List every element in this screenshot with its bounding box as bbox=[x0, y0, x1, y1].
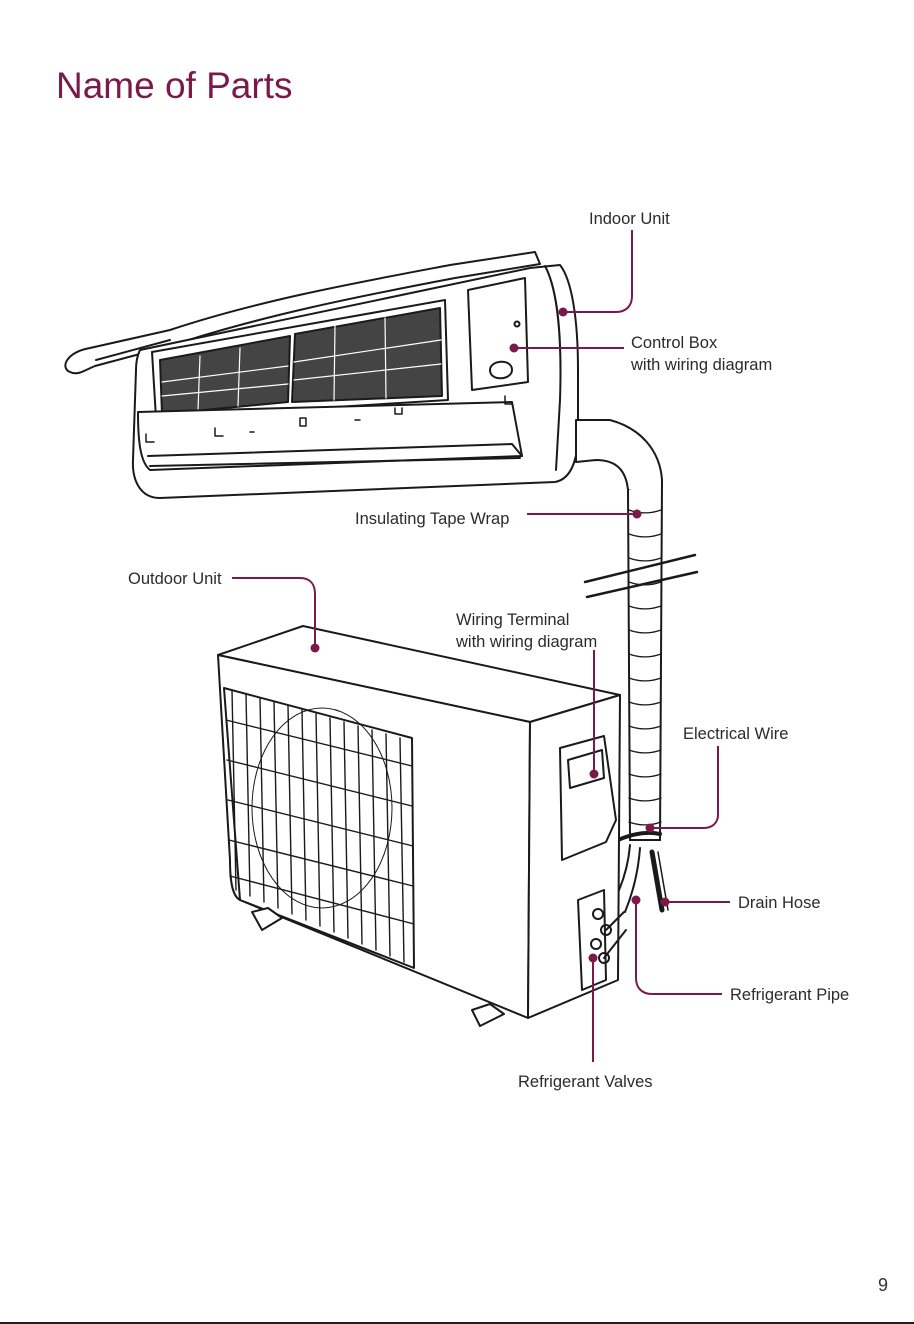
label-control-box-subtitle: with wiring diagram bbox=[630, 356, 772, 374]
leader-indoor-unit bbox=[565, 230, 632, 312]
page-number: 9 bbox=[878, 1275, 888, 1296]
outdoor-unit-illustration bbox=[218, 626, 626, 1026]
label-electrical-wire: Electrical Wire bbox=[683, 725, 788, 743]
indoor-unit-illustration bbox=[65, 252, 662, 498]
dot-insulating-tape bbox=[633, 510, 642, 519]
leader-refrigerant-pipe bbox=[636, 900, 722, 994]
dot-refrigerant-valves bbox=[589, 954, 598, 963]
dot-refrigerant-pipe bbox=[632, 896, 641, 905]
dot-control-box bbox=[510, 344, 519, 353]
label-control-box: Control Box bbox=[631, 334, 718, 352]
label-refrigerant-valves: Refrigerant Valves bbox=[518, 1073, 653, 1091]
dot-indoor-unit bbox=[559, 308, 568, 317]
dot-outdoor-unit bbox=[311, 644, 320, 653]
dot-wiring-terminal bbox=[590, 770, 599, 779]
dot-drain-hose bbox=[661, 898, 670, 907]
label-refrigerant-pipe: Refrigerant Pipe bbox=[730, 986, 849, 1004]
dot-electrical-wire bbox=[646, 824, 655, 833]
label-insulating-tape-wrap: Insulating Tape Wrap bbox=[355, 510, 509, 528]
label-indoor-unit: Indoor Unit bbox=[589, 210, 670, 228]
label-wiring-terminal-subtitle: with wiring diagram bbox=[455, 633, 597, 651]
label-drain-hose: Drain Hose bbox=[738, 894, 821, 912]
label-outdoor-unit: Outdoor Unit bbox=[128, 570, 222, 588]
label-wiring-terminal: Wiring Terminal bbox=[456, 611, 569, 629]
